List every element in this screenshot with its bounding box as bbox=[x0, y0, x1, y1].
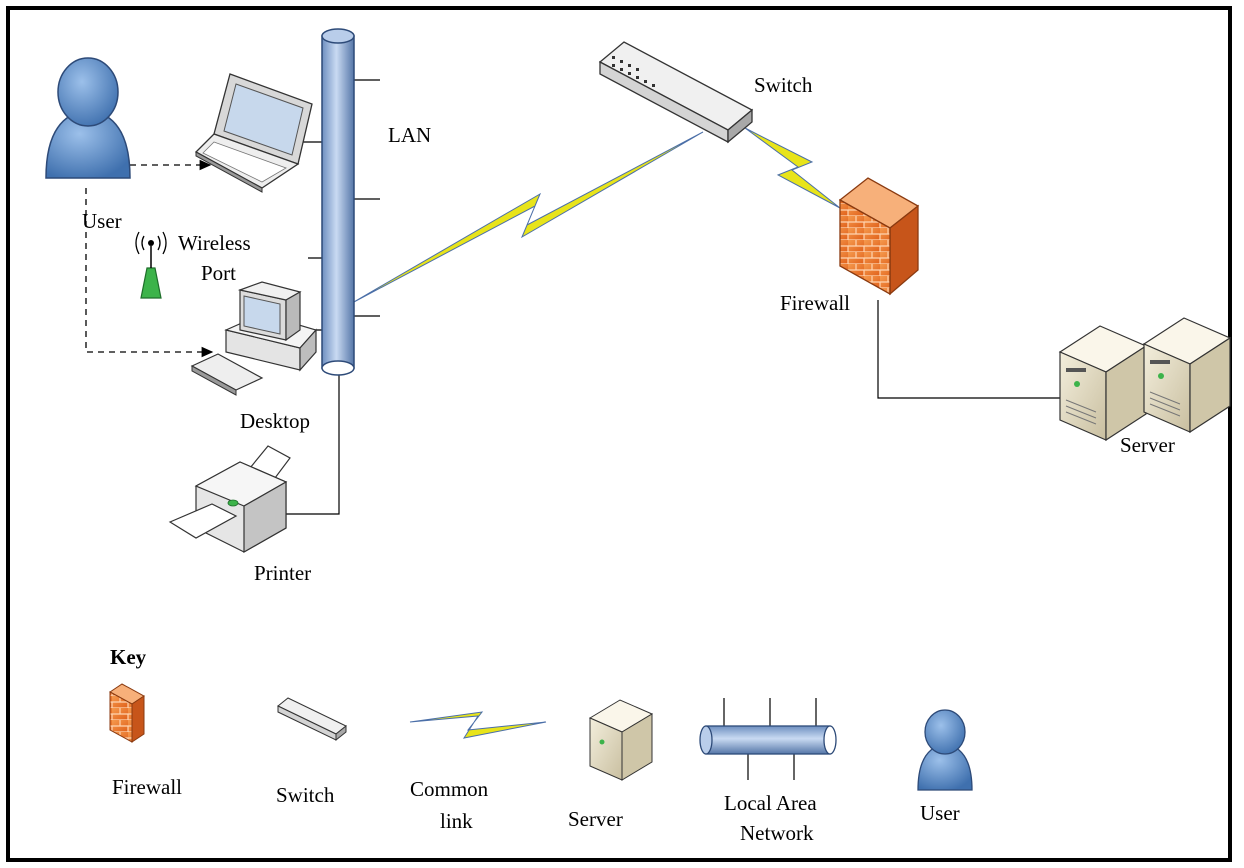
switch-label: Switch bbox=[754, 73, 813, 97]
server-label: Server bbox=[1120, 433, 1175, 457]
server-icon bbox=[1142, 317, 1232, 434]
legend-lan-icon bbox=[699, 698, 837, 780]
user-to-desktop-link bbox=[85, 188, 214, 358]
printer-label: Printer bbox=[254, 561, 311, 585]
legend-server-icon bbox=[588, 699, 654, 781]
wireless-antenna-icon bbox=[135, 231, 167, 299]
legend-user-label: User bbox=[920, 801, 960, 825]
lan-label: LAN bbox=[388, 123, 431, 147]
common-link-switch-firewall bbox=[744, 127, 841, 209]
desktop-label: Desktop bbox=[240, 409, 310, 433]
legend-server-label: Server bbox=[568, 807, 623, 831]
legend-lan-label-line1: Local Area bbox=[724, 791, 817, 815]
legend-firewall-icon bbox=[109, 683, 145, 743]
server-icon bbox=[1058, 325, 1148, 442]
user-label: User bbox=[82, 209, 122, 233]
firewall-icon bbox=[838, 177, 920, 296]
legend-user-icon bbox=[917, 709, 973, 791]
diagram-frame bbox=[6, 6, 1232, 862]
lan-backbone bbox=[321, 28, 355, 376]
legend-firewall-label: Firewall bbox=[112, 775, 182, 799]
legend: Key Firewall Switch Common link Server bbox=[109, 645, 973, 845]
firewall-server-link bbox=[877, 300, 1062, 399]
printer-lan-link bbox=[285, 375, 340, 515]
wireless-port-label-line2: Port bbox=[201, 261, 236, 285]
wireless-port-label-line1: Wireless bbox=[178, 231, 251, 255]
legend-lan-label-line2: Network bbox=[740, 821, 814, 845]
legend-common-link-label-line2: link bbox=[440, 809, 473, 833]
printer-icon bbox=[168, 445, 291, 554]
firewall-label: Firewall bbox=[780, 291, 850, 315]
user-icon bbox=[45, 57, 131, 179]
desktop-icon bbox=[190, 281, 318, 396]
switch-icon bbox=[598, 41, 754, 144]
legend-switch-icon bbox=[277, 697, 347, 742]
legend-common-link-icon bbox=[409, 711, 547, 739]
common-link-lan-switch bbox=[351, 131, 704, 304]
legend-switch-label: Switch bbox=[276, 783, 335, 807]
legend-title: Key bbox=[110, 645, 147, 669]
laptop-icon bbox=[194, 73, 313, 193]
legend-common-link-label-line1: Common bbox=[410, 777, 489, 801]
